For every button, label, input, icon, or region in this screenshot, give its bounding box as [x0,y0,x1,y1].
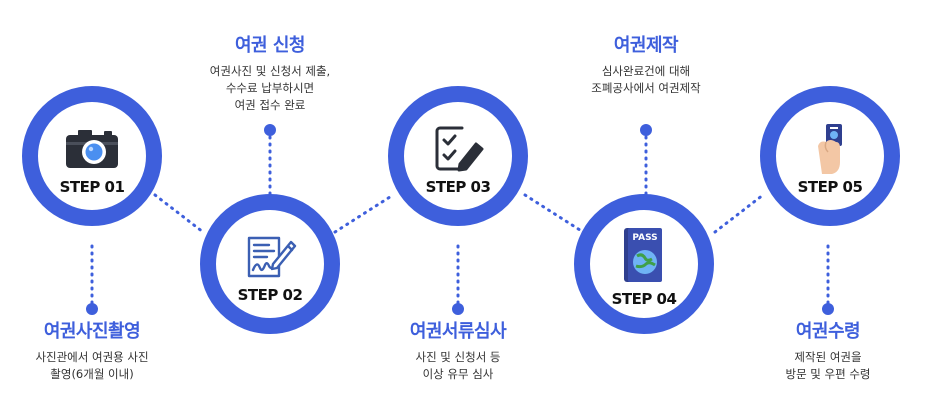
connector-2-3 [333,193,395,234]
step-3-info: 여권서류심사 사진 및 신청서 등 이상 유무 심사 [368,317,548,383]
step-label: STEP 04 [611,290,677,308]
dot-2 [264,124,276,136]
connector-1-2 [153,193,205,234]
step-4-circle: PASS STEP 04 [574,194,714,334]
step-2-info: 여권 신청 여권사진 및 신청서 제출, 수수료 납부하시면 여권 접수 완료 [180,31,360,114]
document-sign-icon [243,234,297,284]
step-label: STEP 01 [59,178,125,196]
dot-4 [640,124,652,136]
passport-icon: PASS [622,226,666,288]
hand-passport-icon [812,122,848,178]
step-label: STEP 05 [797,178,863,196]
step-1-circle: STEP 01 [22,86,162,226]
step-description: 제작된 여권을 방문 및 우편 수령 [785,350,871,381]
step-title: 여권 신청 [234,35,306,56]
step-title: 여권제작 [613,35,679,56]
step-1-info: 여권사진촬영 사진관에서 여권용 사진 촬영(6개월 이내) [2,317,182,383]
step-title: 여권서류심사 [409,321,507,342]
checklist-icon [432,124,484,176]
connector-4-5 [713,193,765,234]
connector-3-4 [523,193,585,234]
step-label: STEP 03 [425,178,491,196]
step-title: 여권사진촬영 [43,321,141,342]
step-description: 사진 및 신청서 등 이상 유무 심사 [415,350,501,381]
camera-icon [64,128,120,174]
step-description: 심사완료건에 대해 조폐공사에서 여권제작 [591,64,701,95]
svg-text:PASS: PASS [632,233,657,243]
step-2-circle: STEP 02 [200,194,340,334]
step-5-circle: STEP 05 [760,86,900,226]
step-label: STEP 02 [237,286,303,304]
step-title: 여권수령 [795,321,861,342]
step-3-circle: STEP 03 [388,86,528,226]
step-5-info: 여권수령 제작된 여권을 방문 및 우편 수령 [738,317,918,383]
step-description: 여권사진 및 신청서 제출, 수수료 납부하시면 여권 접수 완료 [209,64,331,112]
step-description: 사진관에서 여권용 사진 촬영(6개월 이내) [35,350,149,381]
dot-5 [822,303,834,315]
step-4-info: 여권제작 심사완료건에 대해 조폐공사에서 여권제작 [556,31,736,97]
dot-1 [86,303,98,315]
dot-3 [452,303,464,315]
